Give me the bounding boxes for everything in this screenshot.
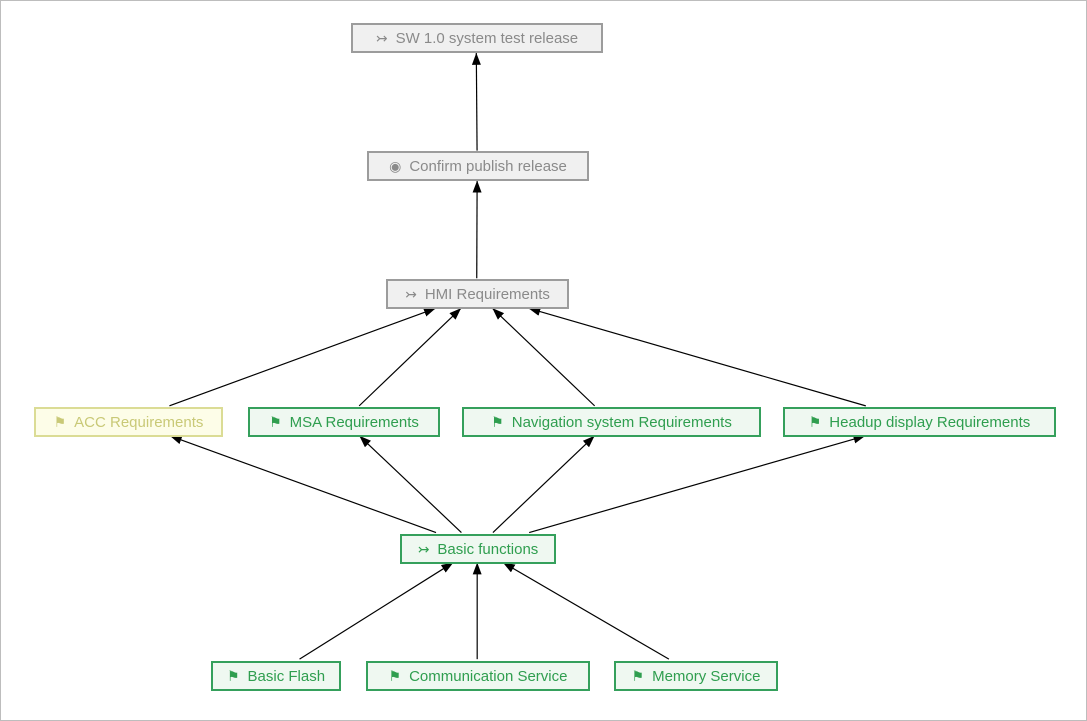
edge-msa-requirements-to-hmi-requirements xyxy=(358,307,462,407)
node-label: MSA Requirements xyxy=(289,413,419,431)
node-label: Communication Service xyxy=(409,667,568,685)
node-label: Basic functions xyxy=(437,540,539,558)
flag-icon: ⚑ xyxy=(388,668,402,684)
node-acc-requirements[interactable]: ⚑ ACC Requirements xyxy=(34,407,223,437)
node-basic-functions[interactable]: ↣ Basic functions xyxy=(400,534,556,564)
edge-basic-functions-to-msa-requirements xyxy=(358,435,462,533)
node-navigation-system-requirements[interactable]: ⚑ Navigation system Requirements xyxy=(462,407,761,437)
node-label: Confirm publish release xyxy=(409,157,567,175)
node-sw-1-0-system-test-release[interactable]: ↣ SW 1.0 system test release xyxy=(351,23,603,53)
node-label: Memory Service xyxy=(652,667,761,685)
release-arrow-icon: ↣ xyxy=(375,30,388,46)
milestone-icon: ◉ xyxy=(389,158,402,174)
node-label: Headup display Requirements xyxy=(829,413,1031,431)
node-label: Navigation system Requirements xyxy=(511,413,732,431)
edge-headup-display-requirements-to-hmi-requirements xyxy=(528,307,866,407)
node-communication-service[interactable]: ⚑ Communication Service xyxy=(366,661,590,691)
flag-icon: ⚑ xyxy=(631,668,645,684)
flag-icon: ⚑ xyxy=(808,414,822,430)
node-confirm-publish-release[interactable]: ◉ Confirm publish release xyxy=(367,151,589,181)
node-label: ACC Requirements xyxy=(74,413,204,431)
flag-icon: ⚑ xyxy=(491,414,504,430)
node-label: Basic Flash xyxy=(247,667,326,685)
edge-acc-requirements-to-hmi-requirements xyxy=(169,307,437,407)
edge-basic-functions-to-headup-display-requirements xyxy=(529,434,866,534)
node-label: HMI Requirements xyxy=(424,285,550,303)
node-memory-service[interactable]: ⚑ Memory Service xyxy=(614,661,778,691)
node-label: SW 1.0 system test release xyxy=(395,29,579,47)
edge-navigation-system-requirements-to-hmi-requirements xyxy=(491,307,596,407)
flag-icon: ⚑ xyxy=(53,414,67,430)
edge-basic-functions-to-acc-requirements xyxy=(169,435,437,534)
node-basic-flash[interactable]: ⚑ Basic Flash xyxy=(211,661,341,691)
node-headup-display-requirements[interactable]: ⚑ Headup display Requirements xyxy=(783,407,1056,437)
edge-basic-functions-to-navigation-system-requirements xyxy=(492,435,596,533)
release-arrow-icon: ↣ xyxy=(417,541,430,557)
flag-icon: ⚑ xyxy=(269,414,282,430)
flag-icon: ⚑ xyxy=(226,668,240,684)
node-hmi-requirements[interactable]: ↣ HMI Requirements xyxy=(386,279,569,309)
edge-memory-service-to-basic-functions xyxy=(502,561,670,660)
edge-basic-flash-to-basic-functions xyxy=(299,561,454,660)
release-arrow-icon: ↣ xyxy=(405,286,417,302)
node-msa-requirements[interactable]: ⚑ MSA Requirements xyxy=(248,407,440,437)
edge-confirm-publish-release-to-sw-1-0-system-test-release xyxy=(471,52,481,151)
